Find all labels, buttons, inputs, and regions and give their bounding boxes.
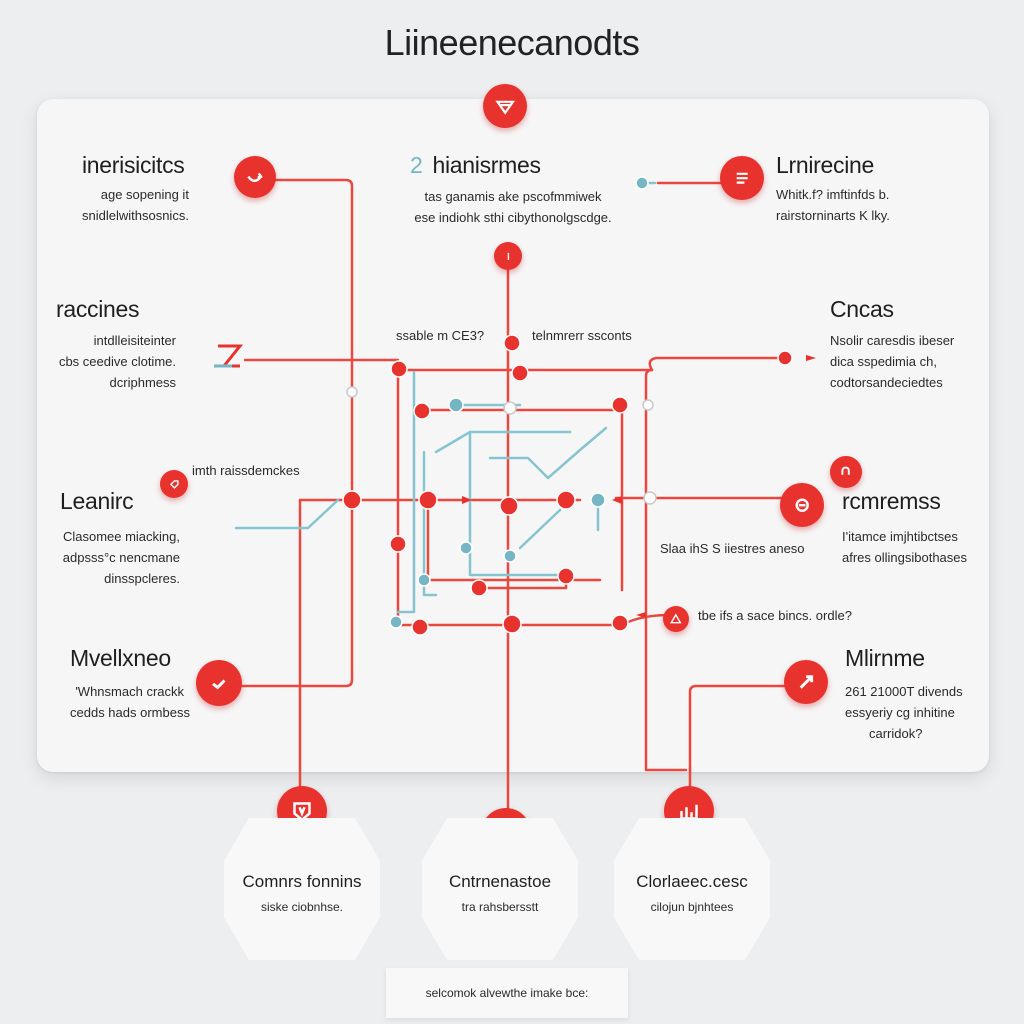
card-2[interactable]: Cntrnenastoe tra rahsbersstt — [422, 818, 578, 960]
shield-icon[interactable] — [483, 84, 527, 128]
block-mid-right: Cncas Nsolir caresdis ibeser dica sspedi… — [830, 296, 955, 390]
block-mid-left: raccines intdlleisiteinter cbs ceedive c… — [56, 296, 176, 390]
arrow-icon[interactable] — [784, 660, 828, 704]
label-center-left: ssable m CE3? — [396, 328, 485, 343]
label-right-bottom: tbe ifs a sace bincs. ordle? — [698, 608, 852, 623]
document-icon[interactable] — [720, 156, 764, 200]
refresh-icon[interactable] — [234, 156, 276, 198]
block-top-right: Lrnirecine Whitk.f? imftinfds b. rairsto… — [776, 152, 890, 223]
page-title: Liineenecanodts — [384, 22, 640, 63]
check-icon[interactable] — [196, 660, 242, 706]
block-right-3: rcmremss I'itamce imjhtibctses afres oll… — [842, 488, 968, 565]
tag-icon[interactable] — [160, 470, 188, 498]
zig-icon — [214, 344, 244, 368]
brain-icon[interactable] — [780, 483, 824, 527]
block-left-3: Leanirc Clasomee miacking, adpsss°c nenc… — [60, 488, 180, 586]
block-right-4: Mlirnme 261 21000T divends essyeriy cg i… — [845, 645, 963, 741]
pin-icon[interactable] — [494, 242, 522, 270]
alert-icon[interactable] — [830, 456, 862, 488]
card-3[interactable]: Clorlaeec.cesc cilojun bjnhtees — [614, 818, 770, 960]
card-1[interactable]: Comnrs fonnins siske ciobnhse. — [224, 818, 380, 960]
block-top-left: inerisicitcs age sopening it snidlelwith… — [82, 152, 189, 223]
block-left-4: Mvellxneo 'Whnsmach crackk cedds hads or… — [70, 645, 190, 720]
warning-icon[interactable] — [663, 606, 689, 632]
diagram-card — [37, 99, 989, 772]
footer-caption: selcomok alvewthe imake bce: — [386, 968, 628, 1018]
label-left-mid: imth raissdemckes — [192, 463, 300, 478]
label-center-right: telnmrerr ssconts — [532, 328, 632, 343]
label-right-mid: Slaa ihS S iiestres aneso — [660, 541, 805, 556]
